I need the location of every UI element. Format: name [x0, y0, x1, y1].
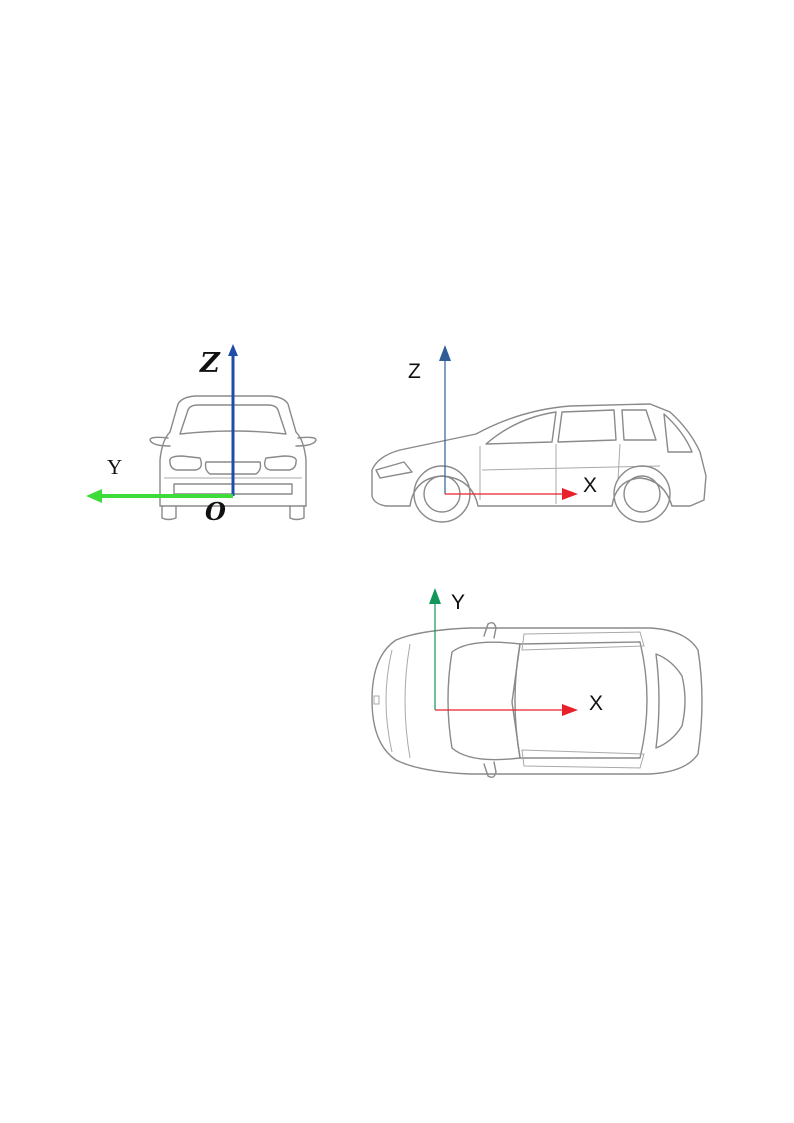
- front-z-label: Z: [200, 348, 220, 379]
- side-z-arrowhead: [439, 345, 451, 361]
- front-z-arrowhead: [228, 344, 238, 356]
- side-x-label: X: [583, 474, 598, 497]
- front-y-label: Y: [107, 455, 123, 479]
- top-y-label: Y: [451, 591, 466, 614]
- top-x-arrowhead: [562, 704, 578, 716]
- top-y-arrowhead: [429, 588, 441, 604]
- front-y-arrowhead: [86, 489, 102, 503]
- side-x-arrowhead: [562, 488, 578, 500]
- front-origin-label: O: [205, 497, 226, 526]
- side-z-label: Z: [408, 360, 421, 383]
- top-x-label: X: [589, 692, 604, 715]
